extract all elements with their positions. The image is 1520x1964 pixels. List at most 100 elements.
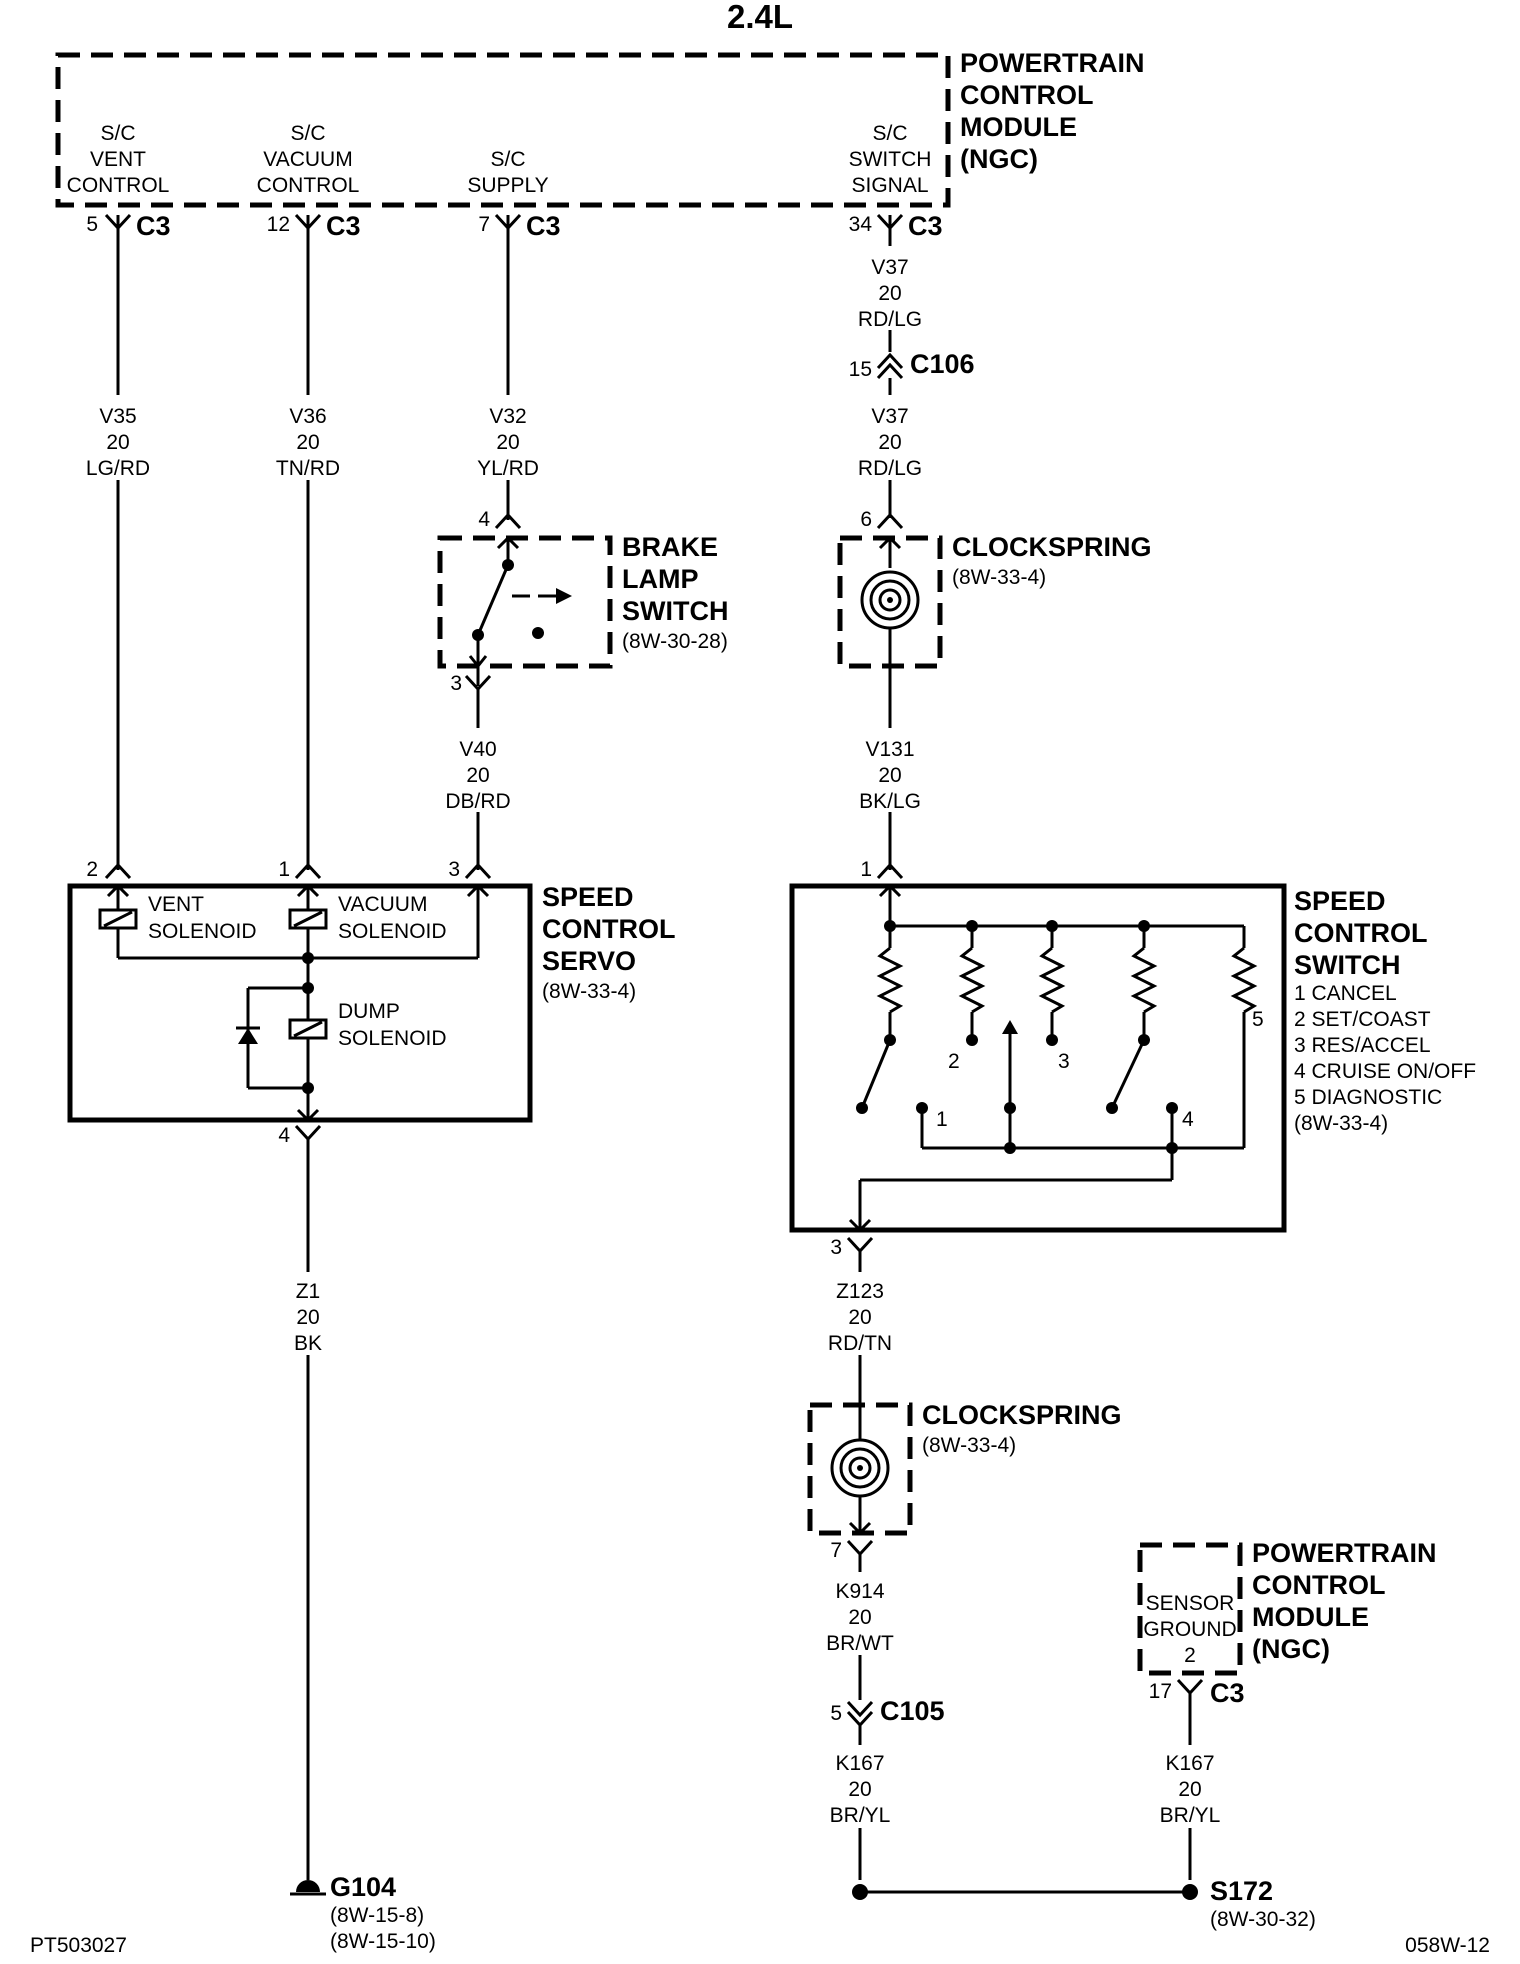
pcm-input-vent-3: CONTROL <box>67 174 170 197</box>
pin-label: 4 <box>278 1124 290 1147</box>
wire-label: K167 <box>1165 1752 1214 1775</box>
speed-control-servo: 2 1 3 VENT SOLENOID VACUUM SOLENOID <box>67 858 675 1147</box>
vent-solenoid-label-2: SOLENOID <box>148 920 257 943</box>
wire-label: V40 <box>459 738 496 761</box>
pcm-top-label-3: MODULE <box>960 112 1077 142</box>
wire-z1: Z1 20 BK <box>294 1139 322 1880</box>
wire-label: RD/TN <box>828 1332 892 1355</box>
c3-connector-pin34: 34 C3 <box>849 211 943 241</box>
s172-splice: S172 (8W-30-32) <box>852 1876 1316 1931</box>
wire-label: 20 <box>1178 1778 1201 1801</box>
wire-v37-lower: V37 20 RD/LG <box>858 378 922 518</box>
c3-connector-pin7: 7 C3 <box>478 211 560 241</box>
switch-ref: (8W-33-4) <box>1294 1112 1388 1135</box>
footer-left: PT503027 <box>30 1934 127 1957</box>
brake-lamp-switch: 4 3 BRAKE LAMP SWITCH (8W-30-28) <box>437 508 728 695</box>
wire-label: V37 <box>871 256 908 279</box>
wire-label: LG/RD <box>86 457 150 480</box>
pcm-input-vacuum-2: VACUUM <box>263 148 352 171</box>
vent-solenoid-label-1: VENT <box>148 893 204 916</box>
switch-label-3: SWITCH <box>1294 950 1400 980</box>
wire-label: DB/RD <box>445 790 510 813</box>
wire-label: 20 <box>296 1306 319 1329</box>
clockspring-lower-label: CLOCKSPRING <box>922 1400 1122 1430</box>
pin-label: 7 <box>478 213 490 236</box>
contact-label-3: 3 <box>1058 1050 1070 1073</box>
wire-k167-left: K167 20 BR/YL <box>830 1725 891 1880</box>
pcm-top-label-2: CONTROL <box>960 80 1093 110</box>
pin-label: 15 <box>849 358 872 381</box>
pin-label: 5 <box>830 1702 842 1725</box>
contact-label-5: 5 <box>1252 1008 1264 1031</box>
speed-control-switch: 1 <box>789 858 1476 1259</box>
wire-k914: K914 20 BR/WT <box>826 1554 894 1700</box>
pin-label: 7 <box>830 1539 842 1562</box>
pcm-input-vent-1: S/C <box>100 122 135 145</box>
pin-label: 3 <box>448 858 460 881</box>
wire-label: RD/LG <box>858 308 922 331</box>
footer-right: 058W-12 <box>1405 1934 1490 1957</box>
brake-switch-ref: (8W-30-28) <box>622 630 728 653</box>
wire-label: 20 <box>848 1778 871 1801</box>
clockspring-upper: 6 CLOCKSPRING (8W-33-4) <box>837 508 1152 728</box>
pcm-bottom-label-2: CONTROL <box>1252 1570 1385 1600</box>
clockspring-lower: 7 CLOCKSPRING (8W-33-4) <box>807 1400 1122 1562</box>
vacuum-solenoid-label-2: SOLENOID <box>338 920 447 943</box>
pcm-bottom-inner-3: 2 <box>1184 1644 1196 1667</box>
pin-label: 17 <box>1149 1680 1172 1703</box>
wire-label: BK <box>294 1332 322 1355</box>
s172-ref: (8W-30-32) <box>1210 1908 1316 1931</box>
pcm-input-supply-2: SUPPLY <box>467 174 548 197</box>
wire-k167-right: K167 20 BR/YL <box>1160 1693 1220 1880</box>
wire-label: 20 <box>878 431 901 454</box>
wire-v32: V32 20 YL/RD <box>477 215 539 520</box>
pin-label: 6 <box>860 508 872 531</box>
switch-legend-4: 4 CRUISE ON/OFF <box>1294 1060 1476 1083</box>
pcm-top-label-4: (NGC) <box>960 144 1038 174</box>
wire-label: 20 <box>878 764 901 787</box>
c3-connector-pin5: 5 C3 <box>86 211 170 241</box>
vacuum-solenoid-label-1: VACUUM <box>338 893 427 916</box>
pin-label: 2 <box>86 858 98 881</box>
brake-switch-label-2: LAMP <box>622 564 699 594</box>
wire-label: BR/WT <box>826 1632 894 1655</box>
g104-ground: G104 (8W-15-8) (8W-15-10) <box>290 1872 436 1953</box>
wire-label: 20 <box>466 764 489 787</box>
pin-label: 34 <box>849 213 873 236</box>
wire-label: BR/YL <box>830 1804 891 1827</box>
pcm-input-switch-3: SIGNAL <box>851 174 928 197</box>
switch-legend-2: 2 SET/COAST <box>1294 1008 1431 1031</box>
connector-label: C106 <box>910 349 975 379</box>
switch-legend-1: 1 CANCEL <box>1294 982 1397 1005</box>
pin-label: 1 <box>860 858 872 881</box>
wire-label: 20 <box>496 431 519 454</box>
g104-label: G104 <box>330 1872 396 1902</box>
wire-label: Z1 <box>296 1280 321 1303</box>
wire-label: V35 <box>99 405 136 428</box>
pcm-bottom-label-4: (NGC) <box>1252 1634 1330 1664</box>
pcm-input-vent-2: VENT <box>90 148 146 171</box>
pcm-input-switch-2: SWITCH <box>849 148 932 171</box>
connector-label: C105 <box>880 1696 945 1726</box>
wire-label: 20 <box>296 431 319 454</box>
wire-label: YL/RD <box>477 457 539 480</box>
c3-connector-pin12: 12 C3 <box>267 211 361 241</box>
pin-label: 4 <box>478 508 490 531</box>
wire-label: V131 <box>865 738 914 761</box>
wire-z123: Z123 20 RD/TN <box>828 1251 892 1405</box>
wire-v35: V35 20 LG/RD <box>86 215 150 870</box>
switch-legend-5: 5 DIAGNOSTIC <box>1294 1086 1442 1109</box>
c106-connector: 15 C106 <box>849 349 975 381</box>
pcm-input-switch-1: S/C <box>872 122 907 145</box>
wire-v40: V40 20 DB/RD <box>445 689 511 870</box>
wire-v36: V36 20 TN/RD <box>276 215 340 870</box>
g104-ref-2: (8W-15-10) <box>330 1930 436 1953</box>
clockspring-upper-label: CLOCKSPRING <box>952 532 1152 562</box>
pin-label: 3 <box>450 672 462 695</box>
connector-label: C3 <box>136 211 171 241</box>
pcm-bottom: SENSOR GROUND 2 POWERTRAIN CONTROL MODUL… <box>1137 1538 1437 1708</box>
pcm-bottom-label-1: POWERTRAIN <box>1252 1538 1437 1568</box>
clockspring-lower-ref: (8W-33-4) <box>922 1434 1016 1457</box>
pin-label: 12 <box>267 213 290 236</box>
